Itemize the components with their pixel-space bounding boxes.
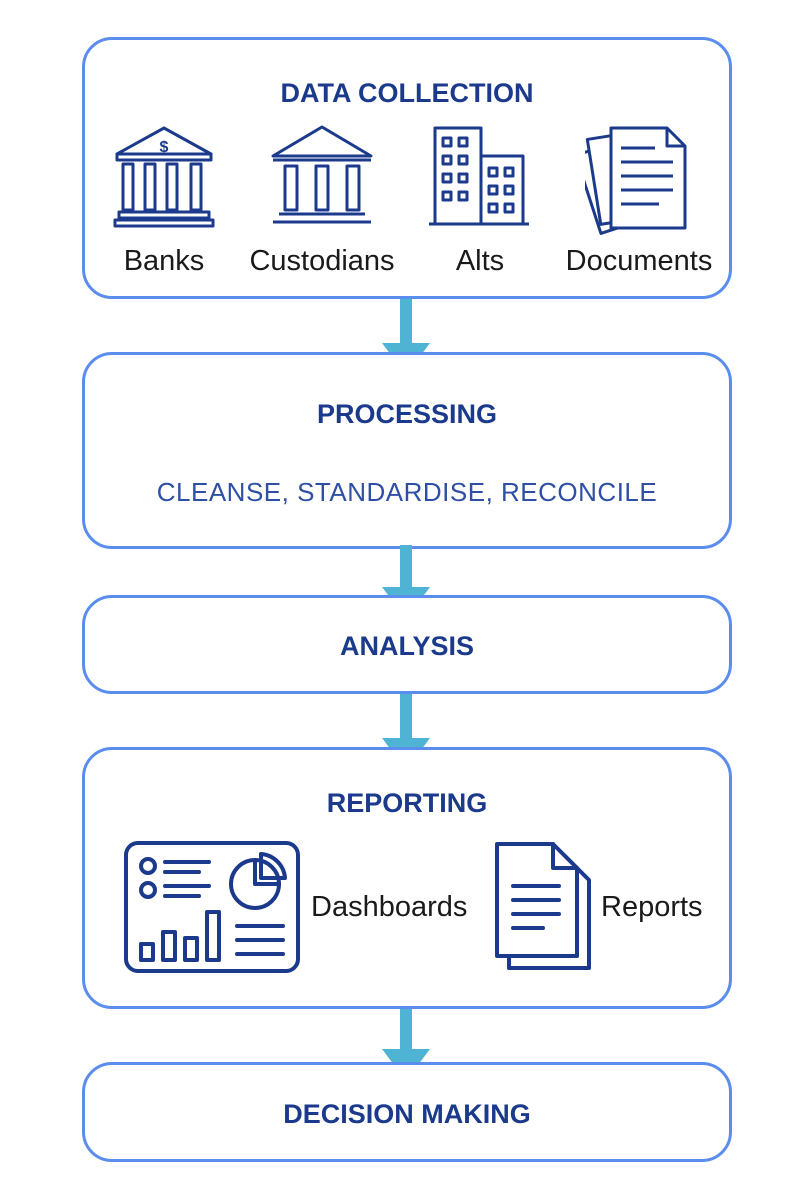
reporting-box: REPORTING Dashboards Reports (82, 747, 732, 1009)
data-collection-title: DATA COLLECTION (280, 78, 534, 108)
decision-making-title: DECISION MAKING (283, 1099, 531, 1129)
dashboard-icon (124, 841, 300, 973)
processing-box: PROCESSING CLEANSE, STANDARDISE, RECONCI… (82, 352, 732, 549)
report-pages-icon (495, 842, 591, 970)
bank-icon: $ (113, 126, 215, 228)
processing-subtitle: CLEANSE, STANDARDISE, RECONCILE (156, 477, 658, 507)
output-label-dashboards: Dashboards (311, 891, 468, 923)
custodian-building-icon (271, 125, 373, 224)
office-buildings-icon (429, 126, 529, 226)
source-label-custodians: Custodians (249, 245, 395, 277)
documents-stack-icon (585, 126, 687, 235)
svg-text:$: $ (160, 139, 169, 156)
reporting-title: REPORTING (326, 788, 488, 818)
source-label-alts: Alts (455, 245, 505, 277)
output-label-reports: Reports (601, 891, 703, 923)
decision-making-box: DECISION MAKING (82, 1062, 732, 1162)
analysis-box: ANALYSIS (82, 595, 732, 694)
processing-title: PROCESSING (316, 399, 498, 429)
data-collection-box: DATA COLLECTION $ Banks Custodians (82, 37, 732, 299)
source-label-banks: Banks (123, 245, 205, 277)
source-label-documents: Documents (565, 245, 713, 277)
analysis-title: ANALYSIS (339, 631, 475, 661)
